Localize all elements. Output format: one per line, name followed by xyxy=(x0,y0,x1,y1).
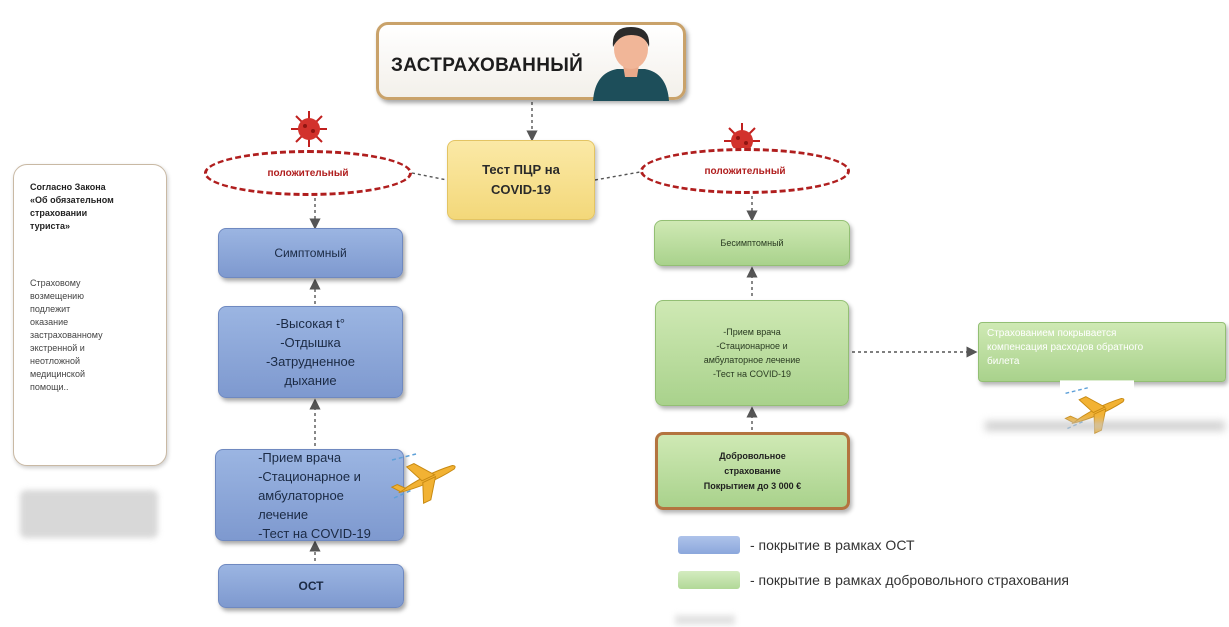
ost-label: ОСТ xyxy=(298,578,324,593)
virus-icon xyxy=(291,111,327,147)
blurred-placeholder xyxy=(675,615,735,625)
ticket-compensation-box: Страхованием покрывается компенсация рас… xyxy=(978,322,1226,382)
medical-services-voluntary-box: -Прием врача -Стационарное и амбулаторно… xyxy=(655,300,849,406)
medical-services-voluntary-label: -Прием врача -Стационарное и амбулаторно… xyxy=(703,327,801,379)
insured-label: ЗАСТРАХОВАННЫЙ xyxy=(391,55,584,76)
positive-label: положительный xyxy=(267,167,349,179)
asymptomatic-label: Бесимптомный xyxy=(720,238,784,248)
symptomatic-box: Симптомный xyxy=(218,228,403,278)
legend-label-ost: - покрытие в рамках ОСТ xyxy=(750,537,915,553)
pcr-test-box: Тест ПЦР на COVID-19 xyxy=(447,140,595,220)
blurred-placeholder xyxy=(985,421,1225,431)
law-info-panel: Согласно Закона «Об обязательном страхов… xyxy=(13,164,167,466)
asymptomatic-box: Бесимптомный xyxy=(654,220,850,266)
legend-swatch-ost xyxy=(678,536,740,554)
symptoms-label: -Высокая t° -Отдышка -Затрудненное дыхан… xyxy=(265,316,356,388)
medical-services-ost-label: -Прием врача -Стационарное и амбулаторно… xyxy=(258,449,371,541)
law-title: Согласно Закона «Об обязательном страхов… xyxy=(30,182,114,231)
pcr-test-label: Тест ПЦР на COVID-19 xyxy=(482,162,560,197)
person-icon xyxy=(593,27,669,101)
legend-label-voluntary: - покрытие в рамках добровольного страхо… xyxy=(750,572,1070,588)
symptomatic-label: Симптомный xyxy=(274,245,347,260)
positive-label: положительный xyxy=(704,165,786,177)
voluntary-insurance-box: Добровольное страхование Покрытием до 3 … xyxy=(655,432,850,510)
law-body: Страховому возмещению подлежит оказание … xyxy=(30,278,103,392)
medical-services-ost-box: -Прием врача -Стационарное и амбулаторно… xyxy=(215,449,404,541)
legend-swatch-voluntary xyxy=(678,571,740,589)
ticket-compensation-label: Страхованием покрывается компенсация рас… xyxy=(987,328,1144,367)
positive-ellipse-left: положительный xyxy=(204,150,412,196)
voluntary-insurance-label: Добровольное страхование Покрытием до 3 … xyxy=(703,450,802,491)
airplane-icon xyxy=(390,453,456,504)
blurred-placeholder xyxy=(20,490,158,538)
ost-box: ОСТ xyxy=(218,564,404,608)
airplane-icon xyxy=(1060,380,1134,440)
insured-box: ЗАСТРАХОВАННЫЙ xyxy=(376,22,686,101)
positive-ellipse-right: положительный xyxy=(640,148,850,194)
symptoms-box: -Высокая t° -Отдышка -Затрудненное дыхан… xyxy=(218,306,403,398)
